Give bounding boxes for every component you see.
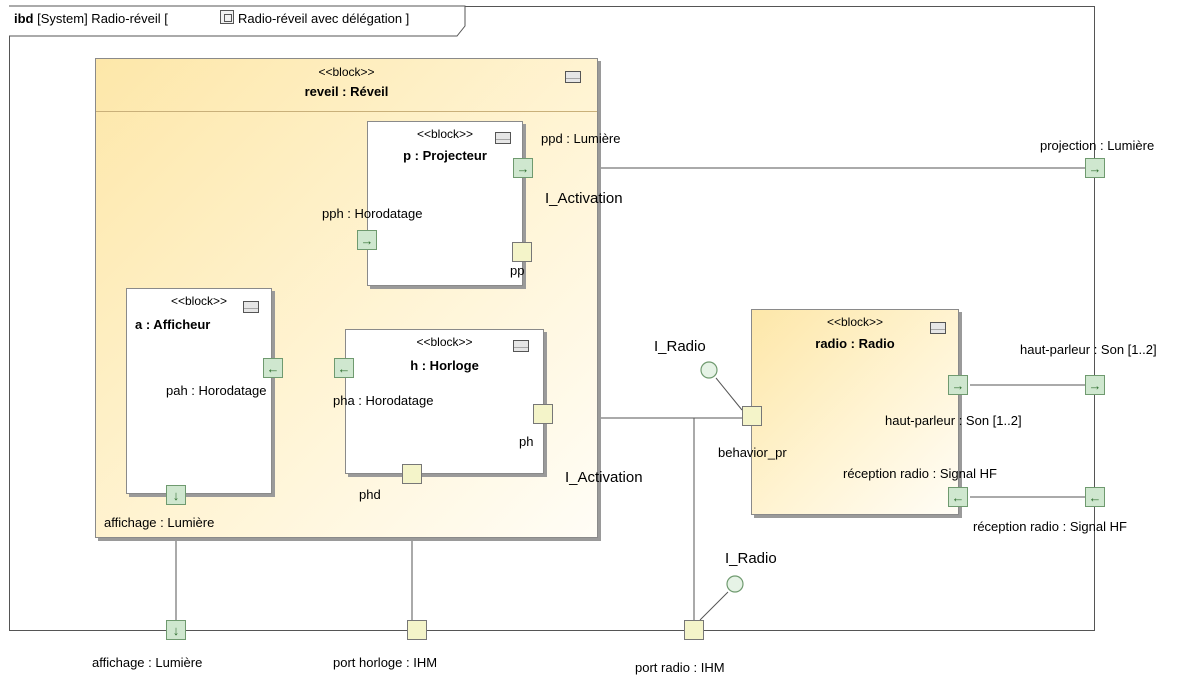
label-pp: pp bbox=[510, 263, 525, 278]
label-port-radio: port radio : IHM bbox=[635, 660, 725, 675]
label-affichage-outer: affichage : Lumière bbox=[92, 655, 203, 670]
port-reception-inner[interactable]: ← bbox=[948, 487, 968, 507]
block-compartment-icon bbox=[495, 132, 511, 144]
label-interface-radio-bottom: I_Radio bbox=[725, 550, 777, 567]
port-haut-parleur-outer[interactable]: → bbox=[1085, 375, 1105, 395]
block-name: a : Afficheur bbox=[135, 317, 211, 332]
port-pah[interactable]: ← bbox=[263, 358, 283, 378]
arrow-out-icon: → bbox=[1088, 160, 1102, 176]
frame-subtitle: Radio-réveil avec délégation ] bbox=[238, 11, 410, 26]
port-behavior-pr[interactable] bbox=[742, 406, 762, 426]
label-haut-parleur-outer: haut-parleur : Son [1..2] bbox=[1020, 342, 1157, 357]
label-behavior-pr: behavior_pr bbox=[718, 445, 787, 460]
block-compartment-icon bbox=[930, 322, 946, 334]
label-affichage-inner: affichage : Lumière bbox=[104, 515, 215, 530]
port-reception-outer[interactable]: ← bbox=[1085, 487, 1105, 507]
arrow-out-icon: ↓ bbox=[172, 622, 180, 638]
label-interface-activation-top: I_Activation bbox=[545, 190, 623, 207]
block-stereotype: <<block>> bbox=[318, 65, 375, 79]
frame-kind: ibd bbox=[14, 11, 34, 26]
port-pha[interactable]: ← bbox=[334, 358, 354, 378]
port-phd[interactable] bbox=[402, 464, 422, 484]
compartment-divider bbox=[96, 111, 597, 112]
label-reception-outer: réception radio : Signal HF bbox=[973, 519, 1127, 534]
block-name: h : Horloge bbox=[410, 358, 479, 373]
port-pp[interactable] bbox=[512, 242, 532, 262]
block-stereotype: <<block>> bbox=[416, 335, 473, 349]
block-name: p : Projecteur bbox=[403, 148, 487, 163]
block-horloge[interactable]: <<block>> h : Horloge bbox=[345, 329, 544, 474]
frame-title-tab bbox=[9, 5, 466, 37]
label-reception-inner: réception radio : Signal HF bbox=[843, 466, 997, 481]
block-compartment-icon bbox=[243, 301, 259, 313]
label-projection: projection : Lumière bbox=[1040, 138, 1155, 153]
arrow-out-icon: → bbox=[516, 160, 530, 176]
label-port-horloge: port horloge : IHM bbox=[333, 655, 438, 670]
port-affichage-outer[interactable]: ↓ bbox=[166, 620, 186, 640]
port-ppd[interactable]: → bbox=[513, 158, 533, 178]
label-interface-radio-top: I_Radio bbox=[654, 338, 706, 355]
block-stereotype: <<block>> bbox=[826, 315, 884, 329]
lollipop-interface-icon bbox=[726, 575, 744, 593]
arrow-in-icon: ← bbox=[266, 360, 280, 376]
block-projecteur[interactable]: <<block>> p : Projecteur bbox=[367, 121, 523, 286]
block-stereotype: <<block>> bbox=[170, 294, 228, 308]
label-ph: ph bbox=[519, 434, 534, 449]
lollipop-stem-radio-bottom bbox=[699, 591, 729, 621]
port-radio[interactable] bbox=[684, 620, 704, 640]
label-interface-activation-bottom: I_Activation bbox=[565, 469, 643, 486]
port-horloge[interactable] bbox=[407, 620, 427, 640]
label-phd: phd bbox=[359, 487, 381, 502]
arrow-in-icon: ← bbox=[1088, 489, 1102, 505]
block-stereotype: <<block>> bbox=[416, 127, 474, 141]
label-haut-parleur-inner: haut-parleur : Son [1..2] bbox=[885, 413, 1022, 428]
frame-title: ibd [System] Radio-réveil [ bbox=[14, 11, 168, 26]
block-name: radio : Radio bbox=[815, 336, 895, 351]
port-ph[interactable] bbox=[533, 404, 553, 424]
block-afficheur[interactable]: <<block>> a : Afficheur bbox=[126, 288, 272, 494]
block-compartment-icon bbox=[513, 340, 529, 352]
port-pph[interactable]: → bbox=[357, 230, 377, 250]
diagram-icon bbox=[220, 10, 234, 24]
block-radio[interactable]: <<block>> radio : Radio bbox=[751, 309, 959, 515]
arrow-out-icon: → bbox=[1088, 377, 1102, 393]
lollipop-stem-radio-top bbox=[715, 377, 743, 411]
label-pah: pah : Horodatage bbox=[166, 383, 267, 398]
block-compartment-icon bbox=[565, 71, 581, 83]
frame-title-text: [System] Radio-réveil [ bbox=[37, 11, 168, 26]
label-pph: pph : Horodatage bbox=[322, 206, 423, 221]
arrow-out-icon: ↓ bbox=[172, 487, 180, 503]
port-projection[interactable]: → bbox=[1085, 158, 1105, 178]
port-haut-parleur-inner[interactable]: → bbox=[948, 375, 968, 395]
port-affichage-inner[interactable]: ↓ bbox=[166, 485, 186, 505]
block-name: reveil : Réveil bbox=[304, 84, 389, 99]
arrow-in-icon: ← bbox=[337, 360, 351, 376]
label-ppd: ppd : Lumière bbox=[541, 131, 621, 146]
diagram-frame bbox=[9, 6, 1095, 631]
arrow-in-icon: → bbox=[360, 232, 374, 248]
lollipop-interface-icon bbox=[700, 361, 718, 379]
label-pha: pha : Horodatage bbox=[333, 393, 434, 408]
arrow-out-icon: → bbox=[951, 377, 965, 393]
arrow-in-icon: ← bbox=[951, 489, 965, 505]
